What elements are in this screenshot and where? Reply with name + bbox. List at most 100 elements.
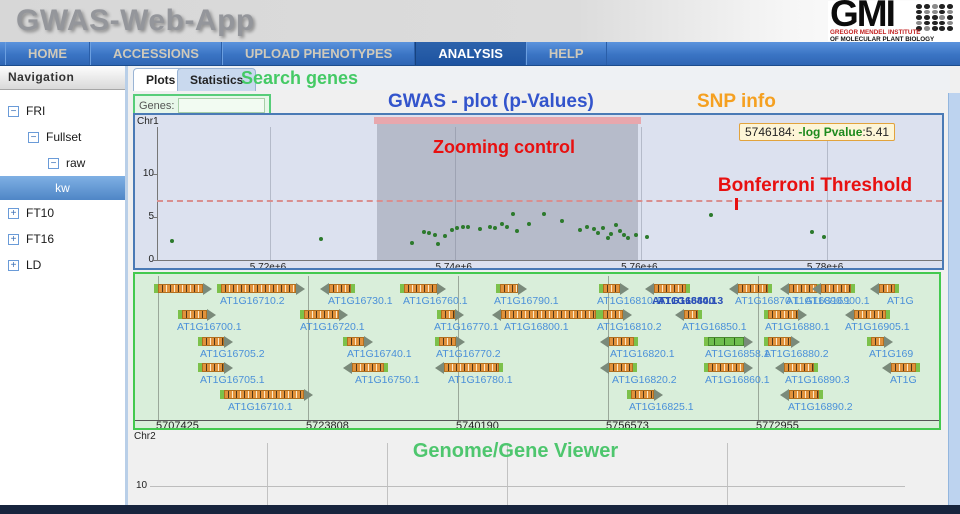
gene-glyph-AT1G16740.1[interactable] xyxy=(343,335,373,348)
nav-item-upload-phenotypes[interactable]: UPLOAD PHENOTYPES xyxy=(221,42,416,65)
gene-label-AT1G169[interactable]: AT1G169 xyxy=(869,348,914,360)
snp-point[interactable] xyxy=(591,227,596,232)
tree-item-ld[interactable]: +LD xyxy=(0,252,125,278)
tree-item-ft16[interactable]: +FT16 xyxy=(0,226,125,252)
gene-glyph-AT1G16700.1[interactable] xyxy=(178,308,216,321)
gene-label-AT1G16710.2[interactable]: AT1G16710.2 xyxy=(220,295,285,307)
gene-glyph-AT1G16860.1[interactable] xyxy=(704,361,753,374)
gene-label-AT1G16705.1[interactable]: AT1G16705.1 xyxy=(200,374,265,386)
snp-point[interactable] xyxy=(605,235,610,240)
snp-point[interactable] xyxy=(435,241,440,246)
gene-glyph-AT1G16710.1[interactable] xyxy=(220,388,313,401)
snp-point[interactable] xyxy=(449,227,454,232)
collapse-icon[interactable]: − xyxy=(8,105,19,117)
snp-point[interactable] xyxy=(626,235,631,240)
snp-point[interactable] xyxy=(170,239,175,244)
gene-label-AT1G16858.1[interactable]: AT1G16858.1 xyxy=(705,348,770,360)
gene-label-AT1G16720.1[interactable]: AT1G16720.1 xyxy=(300,321,365,333)
gene-label-AT1G16880.2[interactable]: AT1G16880.2 xyxy=(764,348,829,360)
gene-label-AT1G16770.2[interactable]: AT1G16770.2 xyxy=(436,348,501,360)
gene-label-AT1G[interactable]: AT1G xyxy=(890,374,917,386)
gene-label-AT1G[interactable]: AT1G xyxy=(887,295,914,307)
gene-label-AT1G16810.1[interactable]: AT1G16810.1 xyxy=(597,295,662,307)
expand-icon[interactable]: + xyxy=(8,259,19,271)
gene-label-AT1G16790.1[interactable]: AT1G16790.1 xyxy=(494,295,559,307)
snp-point[interactable] xyxy=(621,233,626,238)
gene-label-AT1G16905.1[interactable]: AT1G16905.1 xyxy=(845,321,910,333)
tree-item-fri[interactable]: −FRI xyxy=(0,98,125,124)
gene-label-AT1G16890.1[interactable]: AT1G16890.1 xyxy=(786,295,851,307)
tree-item-fullset[interactable]: −Fullset xyxy=(0,124,125,150)
gene-glyph-AT1G16770.1[interactable] xyxy=(437,308,464,321)
gene-glyph-AT1G16880.1[interactable] xyxy=(764,308,807,321)
collapse-icon[interactable]: − xyxy=(48,157,59,169)
snp-point[interactable] xyxy=(822,234,827,239)
gene-glyph-AT1G16720.1[interactable] xyxy=(300,308,348,321)
snp-point[interactable] xyxy=(577,227,582,232)
expand-icon[interactable]: + xyxy=(8,233,19,245)
snp-point[interactable] xyxy=(466,225,471,230)
snp-point[interactable] xyxy=(614,222,619,227)
gene-glyph-AT1G16820.2[interactable] xyxy=(600,361,637,374)
gene-label-AT1G16890.2[interactable]: AT1G16890.2 xyxy=(788,401,853,413)
gene-glyph-AT1G16705.1[interactable] xyxy=(198,361,233,374)
nav-item-analysis[interactable]: ANALYSIS xyxy=(415,42,526,65)
gene-glyph-AT1G16705.2[interactable] xyxy=(198,335,233,348)
gene-label-AT1G16770.1[interactable]: AT1G16770.1 xyxy=(434,321,499,333)
snp-point[interactable] xyxy=(541,211,546,216)
snp-point[interactable] xyxy=(505,224,510,229)
gene-glyph-AT1G16780.1[interactable] xyxy=(435,361,503,374)
gene-glyph-AT1G16900.1[interactable] xyxy=(812,282,855,295)
snp-point[interactable] xyxy=(443,233,448,238)
nav-item-home[interactable]: HOME xyxy=(5,42,90,65)
snp-point[interactable] xyxy=(644,234,649,239)
gene-label-AT1G16810.2[interactable]: AT1G16810.2 xyxy=(597,321,662,333)
snp-point[interactable] xyxy=(708,212,713,217)
gene-label-AT1G16880.1[interactable]: AT1G16880.1 xyxy=(765,321,830,333)
snp-point[interactable] xyxy=(427,231,432,236)
gene-glyph-AT1G16790.1[interactable] xyxy=(496,282,527,295)
tree-item-raw[interactable]: −raw xyxy=(0,150,125,176)
zoom-selection-region[interactable] xyxy=(376,124,639,260)
zoom-selection-bar[interactable] xyxy=(373,117,642,124)
tab-statistics[interactable]: Statistics xyxy=(177,68,257,91)
snp-point[interactable] xyxy=(810,229,815,234)
gene-glyph-AT1G16750.1[interactable] xyxy=(343,361,388,374)
gene-glyph-AT1G16850.1[interactable] xyxy=(675,308,702,321)
gene-label-AT1G16750.1[interactable]: AT1G16750.1 xyxy=(355,374,420,386)
gene-glyph-AT1G16880.2[interactable] xyxy=(764,335,800,348)
gene-label-AT1G16820.1[interactable]: AT1G16820.1 xyxy=(610,348,675,360)
gene-label-AT1G16700.1[interactable]: AT1G16700.1 xyxy=(177,321,242,333)
snp-point[interactable] xyxy=(477,227,482,232)
gene-label-AT1G16705.2[interactable]: AT1G16705.2 xyxy=(200,348,265,360)
snp-point[interactable] xyxy=(460,225,465,230)
snp-point[interactable] xyxy=(433,233,438,238)
gene-glyph-AT1G16760.1[interactable] xyxy=(400,282,446,295)
gene-glyph-AT1G169[interactable] xyxy=(867,335,893,348)
collapse-icon[interactable]: − xyxy=(28,131,39,143)
gene-glyph-AT1G16858.1[interactable] xyxy=(704,335,753,348)
gene-glyph-AT1G[interactable] xyxy=(870,282,899,295)
gene-glyph-AT1G16810.1[interactable] xyxy=(599,282,629,295)
snp-point[interactable] xyxy=(409,240,414,245)
tree-item-kw[interactable]: kw xyxy=(0,176,125,200)
nav-item-help[interactable]: HELP xyxy=(525,42,607,65)
gwas-plot-panel[interactable]: Chr1 5746184: -log Pvalue:5.41 Zooming c… xyxy=(133,113,944,270)
gene-glyph-AT1G16820.1[interactable] xyxy=(600,335,638,348)
gene-glyph-AT1G16825.1[interactable] xyxy=(627,388,663,401)
gene-label-AT1G16800.1[interactable]: AT1G16800.1 xyxy=(504,321,569,333)
gene-label-AT1G16825.1[interactable]: AT1G16825.1 xyxy=(629,401,694,413)
snp-point[interactable] xyxy=(493,226,498,231)
snp-point[interactable] xyxy=(596,230,601,235)
tree-item-ft10[interactable]: +FT10 xyxy=(0,200,125,226)
snp-point[interactable] xyxy=(526,221,531,226)
gene-label-AT1G16820.2[interactable]: AT1G16820.2 xyxy=(612,374,677,386)
snp-point[interactable] xyxy=(601,226,606,231)
expand-icon[interactable]: + xyxy=(8,207,19,219)
gene-label-AT1G16870.1[interactable]: AT1G16870.1 xyxy=(735,295,800,307)
snp-point[interactable] xyxy=(609,232,614,237)
gene-label-AT1G16710.1[interactable]: AT1G16710.1 xyxy=(228,401,293,413)
gene-label-AT1G16730.1[interactable]: AT1G16730.1 xyxy=(328,295,393,307)
snp-point[interactable] xyxy=(585,225,590,230)
gene-glyph-AT1G16840.1[interactable] xyxy=(645,282,690,295)
